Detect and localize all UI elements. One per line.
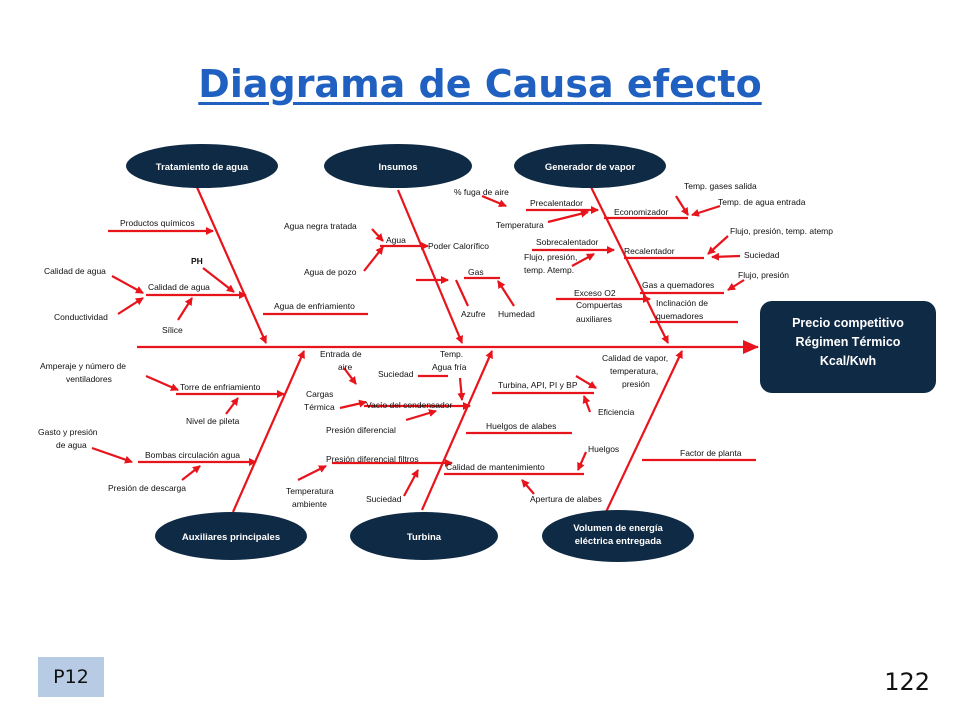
bone-tratamiento — [194, 184, 268, 344]
cause-label: Gas — [468, 267, 484, 277]
cause-label: Calidad de agua — [148, 282, 210, 292]
cause-label: Recalentador — [624, 246, 675, 256]
cause-label: Gasto y presión — [38, 427, 98, 437]
category-volumen: Volumen de energía eléctrica entregada — [542, 510, 694, 562]
slide-tag: P12 — [38, 657, 104, 697]
cause-label: Turbina, API, PI y BP — [498, 380, 578, 390]
cause-label: Temp. — [440, 349, 463, 359]
cause-label: PH — [191, 256, 203, 266]
category-volumen-label-1: Volumen de energía — [573, 523, 663, 534]
cause-label: Nivel de pileta — [186, 416, 240, 426]
cause-label: Exceso O2 — [574, 288, 616, 298]
effect-line-3: Kcal/Kwh — [820, 354, 876, 368]
cause-label: Entrada de — [320, 349, 362, 359]
category-turbina: Turbina — [350, 512, 498, 560]
cause-label: Agua de pozo — [304, 267, 357, 277]
cause-label: Sobrecalentador — [536, 237, 599, 247]
category-insumos-label: Insumos — [378, 162, 417, 173]
cause-label: Torre de enfriamiento — [180, 382, 261, 392]
cause-label: Flujo, presión, — [524, 252, 577, 262]
cause-label: Temp. gases salida — [684, 181, 757, 191]
cause-label: Calidad de agua — [44, 266, 106, 276]
cause-label: quemadores — [656, 311, 703, 321]
category-turbina-label: Turbina — [407, 532, 442, 543]
bone-generador — [589, 184, 669, 344]
cause-label: Presión diferencial filtros — [326, 454, 419, 464]
category-auxiliares: Auxiliares principales — [155, 512, 307, 560]
cause-label: Compuertas — [576, 300, 622, 310]
category-generador: Generador de vapor — [514, 144, 666, 188]
cause-label: Agua — [386, 235, 406, 245]
cause-label: ambiente — [292, 499, 327, 509]
cause-label: Inclinación de — [656, 298, 708, 308]
category-generador-label: Generador de vapor — [545, 162, 636, 173]
category-volumen-label-2: eléctrica entregada — [575, 536, 662, 547]
cause-label: Temp. de agua entrada — [718, 197, 806, 207]
bone-auxiliares — [231, 350, 306, 513]
cause-label: Sílice — [162, 325, 183, 335]
category-tratamiento: Tratamiento de agua — [126, 144, 278, 188]
cause-label: Azufre — [461, 309, 486, 319]
cause-label: Flujo, presión — [738, 270, 789, 280]
cause-label: Precalentador — [530, 198, 583, 208]
cause-label: Suciedad — [378, 369, 414, 379]
effect-line-2: Régimen Térmico — [796, 335, 901, 349]
fishbone-lines — [91, 184, 759, 513]
cause-label: temp. Atemp. — [524, 265, 574, 275]
cause-label: Humedad — [498, 309, 535, 319]
category-insumos: Insumos — [324, 144, 472, 188]
cause-label: temperatura, — [610, 366, 658, 376]
cause-label: Huelgos de alabes — [486, 421, 556, 431]
bone-volumen — [605, 350, 683, 513]
cause-label: Productos químicos — [120, 218, 195, 228]
cause-label: Calidad de mantenimiento — [446, 462, 545, 472]
cause-label: ventiladores — [66, 374, 112, 384]
cause-label: Gas a quemadores — [642, 280, 714, 290]
cause-label: Eficiencia — [598, 407, 635, 417]
cause-label: de agua — [56, 440, 87, 450]
cause-label: Apertura de alabes — [530, 494, 602, 504]
effect-box: Precio competitivo Régimen Térmico Kcal/… — [760, 301, 936, 393]
cause-label: Huelgos — [588, 444, 619, 454]
cause-label: Agua negra tratada — [284, 221, 357, 231]
cause-label: Vacío del condensador — [366, 400, 452, 410]
page-number: 122 — [884, 668, 930, 696]
cause-label: Poder Calorífico — [428, 241, 489, 251]
cause-label: Cargas — [306, 389, 333, 399]
cause-label: Térmica — [304, 402, 335, 412]
cause-label: aire — [338, 362, 352, 372]
cause-label: Presión diferencial — [326, 425, 396, 435]
cause-label: Temperatura — [286, 486, 334, 496]
cause-label: Conductividad — [54, 312, 108, 322]
cause-label: presión — [622, 379, 650, 389]
cause-label: Suciedad — [744, 250, 780, 260]
category-auxiliares-label: Auxiliares principales — [182, 532, 280, 543]
cause-label: Temperatura — [496, 220, 544, 230]
bone-insumos — [396, 189, 464, 344]
cause-label: Factor de planta — [680, 448, 742, 458]
cause-label: Flujo, presión, temp. atemp — [730, 226, 833, 236]
page-title: Diagrama de Causa efecto — [198, 62, 762, 106]
cause-label: Amperaje y número de — [40, 361, 126, 371]
cause-label: Bombas circulación agua — [145, 450, 240, 460]
cause-label: Agua de enfriamiento — [274, 301, 355, 311]
cause-label: auxiliares — [576, 314, 612, 324]
cause-label: % fuga de aire — [454, 187, 509, 197]
cause-label: Calidad de vapor, — [602, 353, 668, 363]
cause-label: Agua fría — [432, 362, 467, 372]
bone-turbina — [420, 350, 494, 511]
cause-label: Suciedad — [366, 494, 402, 504]
effect-line-1: Precio competitivo — [792, 316, 904, 330]
cause-label: Economizador — [614, 207, 669, 217]
category-tratamiento-label: Tratamiento de agua — [156, 162, 249, 173]
cause-label: Presión de descarga — [108, 483, 186, 493]
